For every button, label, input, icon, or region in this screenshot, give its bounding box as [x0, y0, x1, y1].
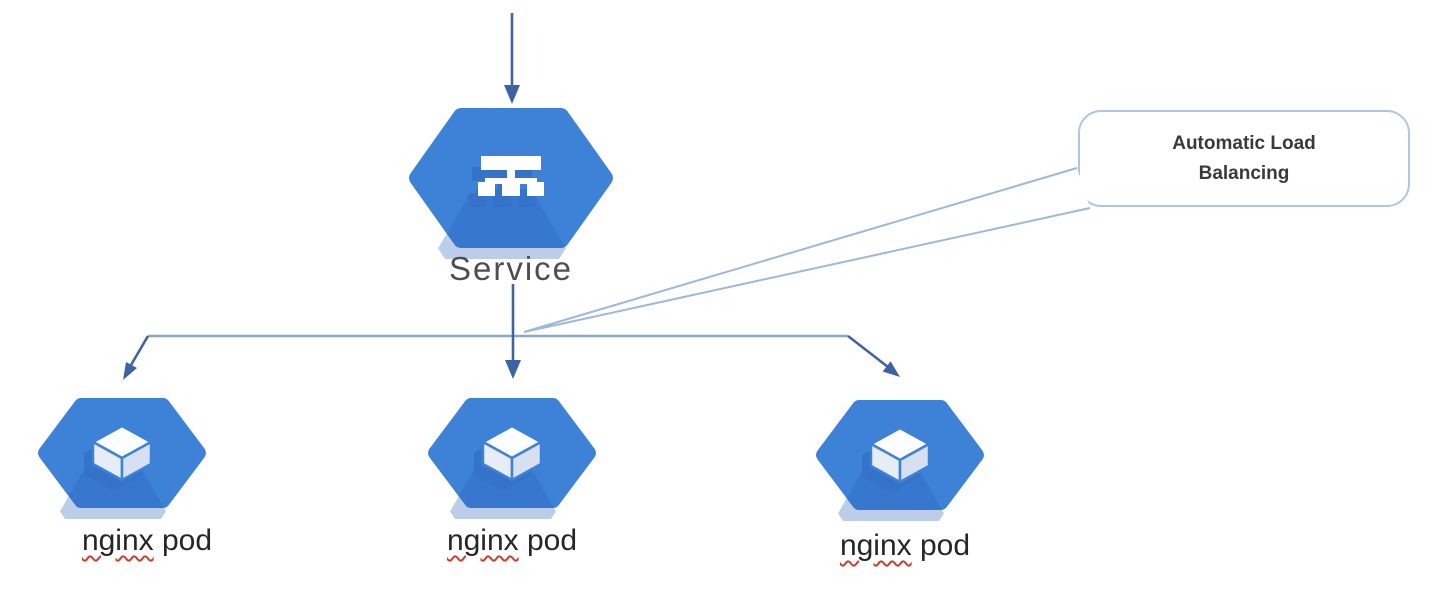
pod-hexagon-3 [823, 407, 977, 526]
service-network-icon [478, 156, 544, 196]
pod-label-3-word: nginx [839, 529, 912, 562]
fanout-connector [123, 284, 900, 380]
service-label: Service [448, 250, 574, 287]
pod-label-2-word: nginx [446, 524, 519, 557]
incoming-traffic-arrow [504, 13, 520, 104]
arrow-to-pod-3 [847, 334, 900, 377]
callout-text: Automatic Load Balancing [1079, 111, 1409, 206]
callout-tail [523, 167, 1091, 333]
pod-label-1-word: nginx [81, 524, 154, 557]
pod-label-2: nginx pod [417, 524, 607, 558]
pod-label-3-rest: pod [911, 529, 971, 562]
pod-label-3: nginx pod [810, 529, 1000, 563]
pod-label-2-rest: pod [518, 524, 578, 557]
pod-label-1-rest: pod [153, 524, 213, 557]
arrow-to-pod-1 [123, 335, 150, 380]
service-hexagon [409, 108, 613, 259]
pod-hexagon-1 [45, 405, 199, 524]
callout-text-label: Automatic Load Balancing [1172, 133, 1316, 184]
pod-hexagon-2 [435, 405, 589, 524]
arrow-to-pod-2 [505, 284, 521, 379]
callout-bubble [523, 110, 1410, 333]
pod-label-1: nginx pod [52, 524, 242, 558]
